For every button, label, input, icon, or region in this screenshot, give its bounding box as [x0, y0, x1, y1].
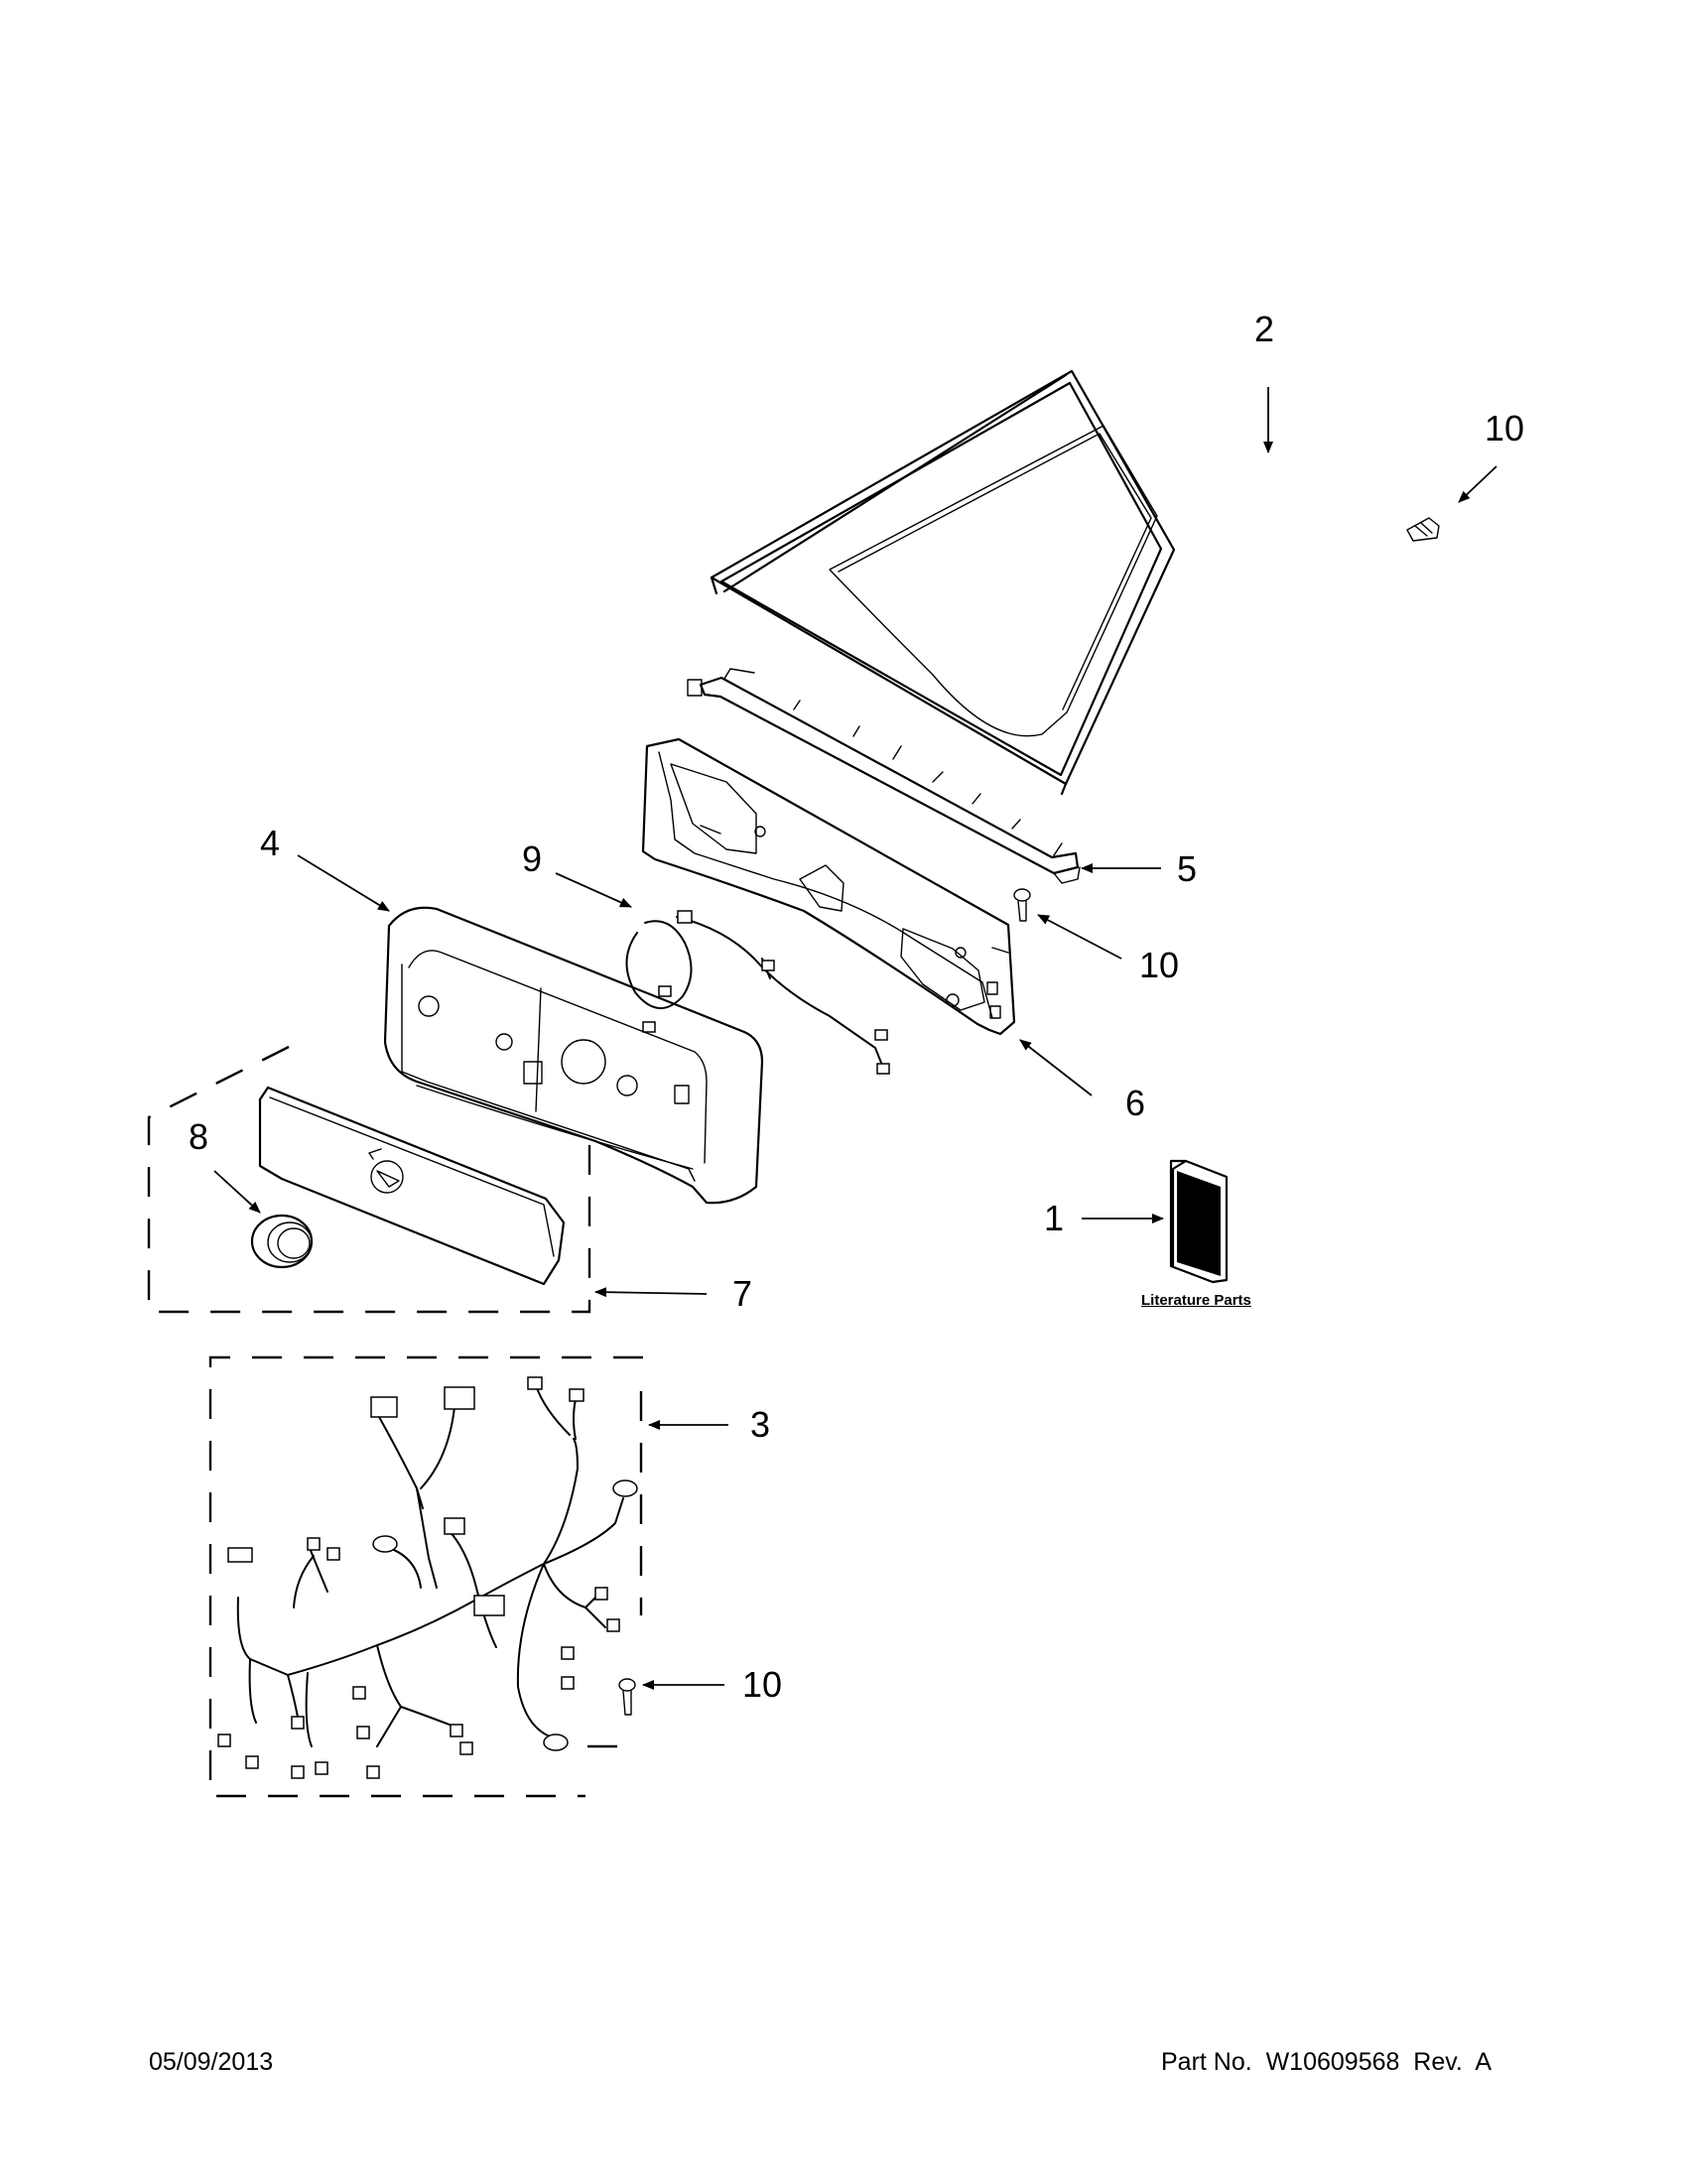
wire-harness-part-9	[625, 910, 890, 1075]
literature-part-1	[1169, 1159, 1229, 1284]
callout-arrows	[213, 387, 1497, 1690]
console-part-4	[383, 906, 764, 1205]
screw-top-part-10	[1406, 517, 1440, 542]
callout-10-mid: 10	[1139, 945, 1180, 985]
callout-9: 9	[522, 838, 543, 879]
top-panel-part-2	[710, 369, 1176, 796]
footer-date: 05/09/2013	[149, 2048, 274, 2076]
callout-1: 1	[1044, 1198, 1065, 1238]
screw-mid-part-10	[1013, 888, 1031, 922]
footer-part-number: Part No. W10609568 Rev. A	[1161, 2048, 1492, 2076]
knob-part-8	[250, 1214, 314, 1269]
callout-7: 7	[732, 1273, 753, 1314]
console-bracket-part-5	[687, 668, 1081, 884]
screw-bottom-part-10	[618, 1678, 636, 1716]
callout-8: 8	[189, 1116, 209, 1157]
callout-3: 3	[750, 1404, 771, 1445]
callout-5: 5	[1177, 848, 1198, 889]
callout-10-bottom: 10	[742, 1664, 783, 1705]
console-panel-part-6	[641, 737, 1016, 1036]
console-panel-group-part-7	[147, 1045, 591, 1314]
callout-10-top: 10	[1485, 408, 1525, 449]
callout-4: 4	[260, 823, 281, 863]
literature-parts-label: Literature Parts	[1141, 1292, 1251, 1309]
callout-6: 6	[1125, 1083, 1146, 1123]
callout-2: 2	[1254, 309, 1275, 349]
wire-harness-group-part-3	[208, 1355, 643, 1798]
